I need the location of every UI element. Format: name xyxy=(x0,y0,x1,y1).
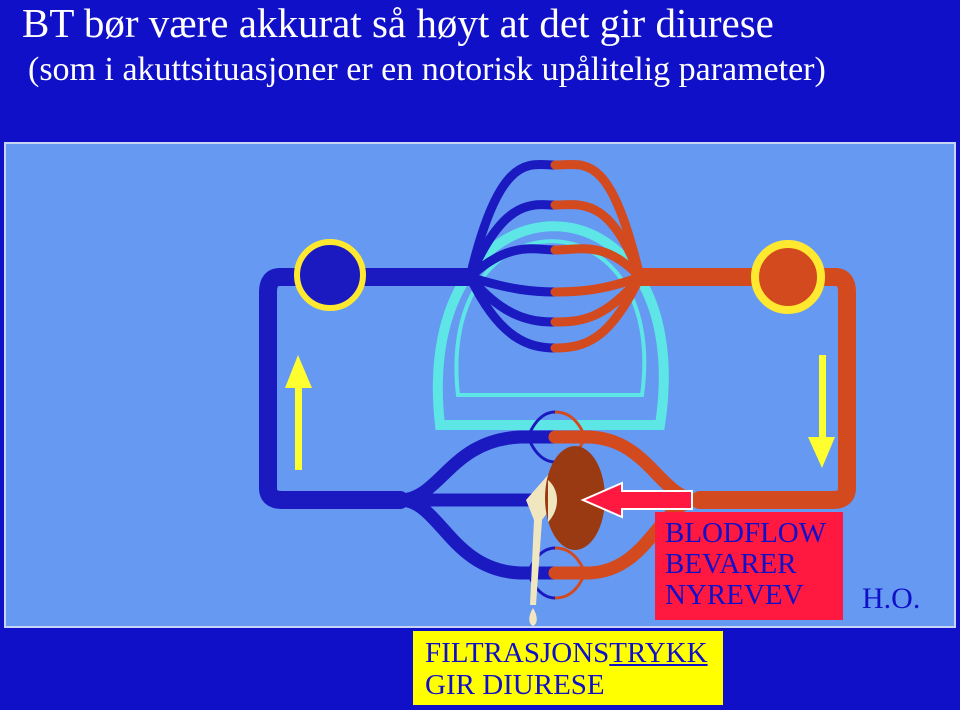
callout-line: BEVARER xyxy=(665,548,797,580)
callout-line-1-plain: FILTRASJONS xyxy=(425,637,610,669)
up-arrow-icon xyxy=(285,355,312,470)
heart-chamber-icon xyxy=(294,239,825,314)
callout-line-2: GIR DIURESE xyxy=(425,669,605,701)
down-arrow-icon xyxy=(808,355,835,468)
lower-capillary-loop xyxy=(526,546,587,600)
page-subtitle: (som i akuttsituasjoner er en notorisk u… xyxy=(28,51,826,88)
page-title: BT bør være akkurat så høyt at det gir d… xyxy=(22,0,774,46)
blood-flow-callout: BLODFLOW BEVARER NYREVEV xyxy=(655,512,843,620)
filtration-pressure-callout: FILTRASJONSTRYKK GIR DIURESE xyxy=(412,630,724,706)
callout-line-1-underlined: TRYKK xyxy=(609,637,708,669)
callout-line-1: FILTRASJONSTRYKK xyxy=(425,637,723,669)
pulmonary-capillaries xyxy=(465,159,645,353)
left-arrow-icon xyxy=(580,481,693,519)
kidney-icon xyxy=(526,446,605,626)
callout-line: BLODFLOW xyxy=(665,517,827,549)
lung-outline xyxy=(433,221,669,430)
author-initials: H.O. xyxy=(862,582,921,615)
callout-line: NYREVEV xyxy=(665,579,804,611)
arterial-loop xyxy=(631,268,856,509)
